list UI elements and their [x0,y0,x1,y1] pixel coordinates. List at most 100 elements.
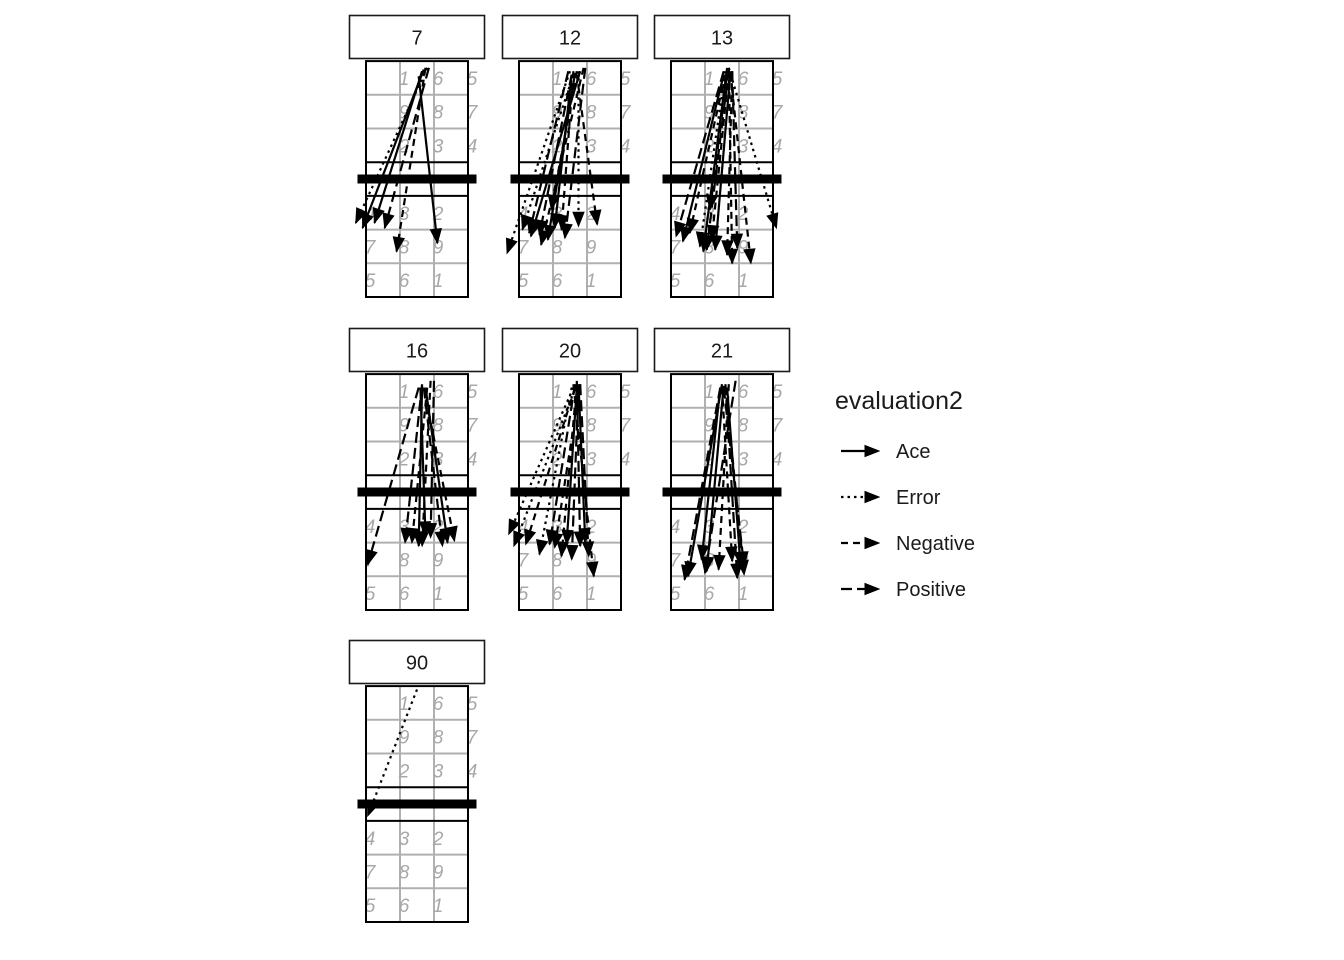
zone-label: 8 [399,862,410,883]
arrow-negative [727,67,734,264]
arrowhead-negative [416,531,430,548]
zone-label: 3 [399,517,410,538]
arrowhead-negative [556,214,569,231]
arrowhead-negative [589,209,602,226]
arrow-positive [722,387,746,567]
facet-strip [501,14,639,60]
zone-label: 8 [433,728,444,749]
zone-label: 6 [704,271,715,292]
zone-label: 9 [433,237,444,258]
zone-label: 4 [772,136,783,157]
facet-panel-12: 12165987234432789561 [501,14,639,298]
arrow-ace [373,70,424,224]
arrowhead-error [572,211,585,228]
arrowhead-ace [362,212,374,230]
arrowhead-positive [434,530,447,548]
arrow-negative [724,385,746,575]
arrow-ace [681,74,725,242]
zone-label: 1 [399,69,410,90]
zone-label: 6 [433,694,444,715]
zone-label: 2 [432,829,444,850]
zone-label: 7 [670,550,682,571]
zone-label: 8 [552,550,563,571]
arrowhead-negative [524,528,537,546]
zone-label: 7 [620,416,632,437]
arrow-negative [560,384,578,557]
zone-label: 6 [552,584,563,605]
arrow-negative [540,67,585,246]
zone-label: 6 [399,584,410,605]
arrowhead-positive [536,219,549,236]
zone-label: 7 [467,728,479,749]
arrow-negative [710,71,730,240]
arrowhead-positive [581,541,595,558]
legend-key-arrowhead [864,444,881,458]
arrowhead-positive [365,548,378,566]
zone-label: 4 [467,136,478,157]
zone-label: 5 [365,896,376,917]
zone-label: 9 [399,728,410,749]
zone-label: 5 [518,271,529,292]
facet-strip-label: 12 [559,28,581,50]
arrow-negative [688,74,727,234]
zone-label: 7 [772,416,784,437]
zone-label: 1 [433,271,444,292]
arrowhead-error [367,800,379,818]
zone-label: 1 [704,69,715,90]
zone-label: 7 [518,550,530,571]
arrow-error [727,67,778,229]
arrow-positive [563,67,587,239]
arrowhead-positive [702,234,715,252]
zone-label: 8 [586,103,597,124]
arrowhead-negative [725,546,738,563]
facet-strip [653,14,791,60]
zone-label: 9 [704,416,715,437]
arrowhead-negative [445,525,458,543]
arrow-negative [410,387,429,543]
zone-label: 6 [586,69,597,90]
arrow-negative [395,67,427,252]
zone-label: 5 [467,69,478,90]
zone-label: 1 [552,69,563,90]
zone-label: 3 [399,204,410,225]
zone-label: 2 [398,449,410,470]
arrowhead-negative [721,240,734,257]
zone-label: 5 [467,694,478,715]
arrow-error [521,74,575,230]
arrowhead-positive [674,220,687,238]
zone-label: 5 [772,382,783,403]
arrowhead-positive [736,551,749,568]
arrow-negative [717,384,730,570]
arrowhead-ace [710,234,723,252]
arrow-positive [528,70,570,234]
arrow-positive [703,380,737,574]
facet-strip-label: 7 [411,28,422,50]
facet-strip [348,327,486,373]
zone-label: 4 [467,761,478,782]
zone-label: 7 [670,237,682,258]
zone-label: 3 [704,517,715,538]
arrow-positive [570,387,580,560]
facet-strip-label: 21 [711,341,733,363]
zone-label: 9 [552,416,563,437]
zone-label: 9 [586,237,597,258]
arrow-positive [709,74,729,210]
arrowhead-positive [400,527,413,544]
zone-label: 6 [738,382,749,403]
zone-label: 5 [467,382,478,403]
zone-label: 7 [365,237,377,258]
arrowhead-positive [730,233,744,250]
zone-label: 8 [399,550,410,571]
arrow-positive [683,387,722,580]
zone-label: 9 [433,550,444,571]
zone-label: 9 [399,416,410,437]
zone-label: 4 [365,517,376,538]
arrowhead-negative [547,193,561,211]
legend-key-arrowhead [864,582,881,596]
arrowhead-error [505,237,518,255]
zone-label: 3 [433,761,444,782]
zone-label: 5 [518,584,529,605]
